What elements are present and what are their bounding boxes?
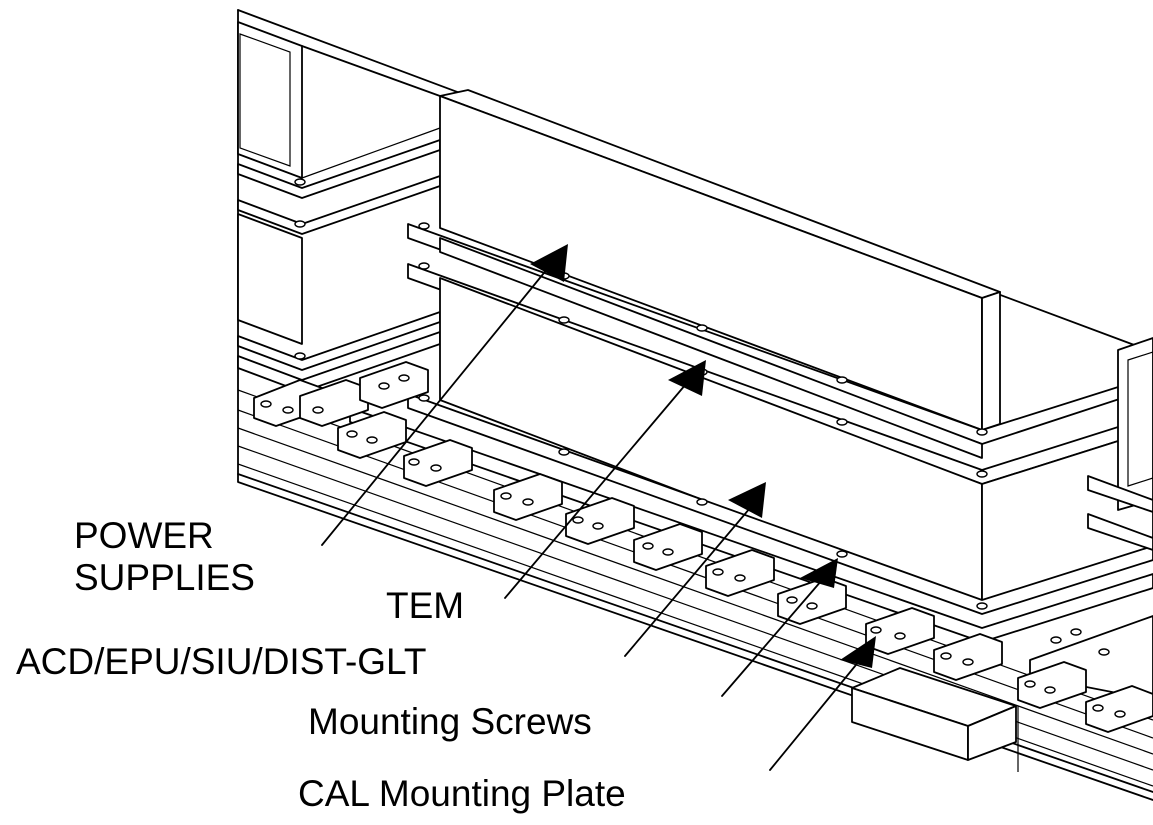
cal-block (851, 667, 1019, 772)
screw-icon (558, 448, 570, 456)
screw-icon (642, 542, 654, 550)
screw-icon (1050, 636, 1062, 644)
screw-icon (312, 406, 324, 414)
screw-icon (260, 400, 272, 408)
screw-icon (976, 428, 988, 436)
screw-icon (592, 522, 604, 530)
screw-icon (976, 602, 988, 610)
leader-screws (721, 579, 823, 697)
screw-icon (836, 418, 848, 426)
screw-icon (786, 596, 798, 604)
screw-icon (558, 316, 570, 324)
screw-icon (806, 602, 818, 610)
leader-lines (321, 244, 876, 771)
screw-icon (522, 498, 534, 506)
arrow-acd (728, 482, 766, 518)
arrow-tem (668, 360, 706, 396)
screw-icon (572, 516, 584, 524)
main-tower (349, 89, 1153, 643)
screw-icon (836, 376, 848, 384)
screw-icon (294, 178, 306, 186)
screw-icon (366, 436, 378, 444)
label-power-supplies-2: SUPPLIES (74, 557, 255, 598)
screw-icon (1070, 628, 1082, 636)
screw-icon (1098, 648, 1110, 656)
label-power-supplies-1: POWER (74, 515, 214, 556)
leader-cal (769, 659, 861, 771)
screw-icon (418, 262, 430, 270)
screw-icon (734, 574, 746, 582)
screw-icon (346, 430, 358, 438)
screw-icon (870, 626, 882, 634)
screw-icon (976, 470, 988, 478)
label-cal-mounting-plate: CAL Mounting Plate (298, 773, 626, 814)
label-acd-epu-siu: ACD/EPU/SIU/DIST-GLT (16, 641, 427, 682)
screw-icon (696, 498, 708, 506)
screw-icon (408, 458, 420, 466)
screw-icon (962, 658, 974, 666)
screw-icon (500, 492, 512, 500)
screw-icon (1114, 710, 1126, 718)
leader-tem (504, 383, 687, 599)
screw-icon (294, 352, 306, 360)
labels: POWER SUPPLIES TEM ACD/EPU/SIU/DIST-GLT … (16, 515, 626, 814)
label-tem: TEM (386, 585, 464, 626)
screw-icon (940, 652, 952, 660)
screw-icon (662, 548, 674, 556)
left-back-tower (237, 21, 441, 393)
screw-icon (294, 220, 306, 228)
screw-icon (418, 222, 430, 230)
cal-mounting-steps (253, 361, 1153, 733)
arrow-power (530, 244, 568, 282)
screw-icon (430, 464, 442, 472)
screw-icon (1092, 704, 1104, 712)
screw-icon (836, 550, 848, 558)
screw-icon (712, 568, 724, 576)
screw-icon (282, 406, 294, 414)
leader-power (321, 267, 549, 546)
screw-icon (418, 394, 430, 402)
leader-acd (624, 507, 751, 657)
screw-icon (1024, 680, 1036, 688)
screw-icon (378, 382, 390, 390)
screw-icon (894, 632, 906, 640)
screw-icon (398, 374, 410, 382)
screw-icon (1044, 686, 1056, 694)
label-mounting-screws: Mounting Screws (308, 701, 592, 742)
screw-icon (696, 324, 708, 332)
arrow-screws (800, 558, 838, 588)
arrow-cal (840, 636, 876, 668)
